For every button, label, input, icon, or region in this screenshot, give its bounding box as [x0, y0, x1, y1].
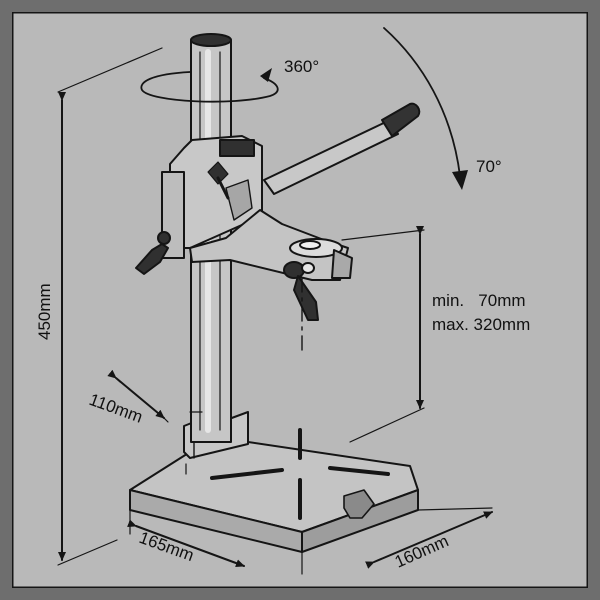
stroke-min-label: min. 70mm	[432, 291, 526, 310]
rotation-label: 360°	[284, 57, 319, 76]
stroke-max-label: max. 320mm	[432, 315, 530, 334]
rotation-arrow-icon	[140, 68, 279, 103]
drill-stand-diagram: 360° 70° 450mm min. 70mm max. 320mm 110m…	[12, 12, 588, 588]
tilt-arrow-icon	[383, 27, 468, 190]
height-label: 450mm	[35, 283, 54, 340]
clamp-knob-right	[283, 261, 319, 321]
clamp-knob-left	[135, 231, 171, 275]
feed-handle	[263, 102, 421, 195]
height-dimension	[57, 47, 163, 566]
stroke-dimension	[341, 226, 425, 443]
tilt-label: 70°	[476, 157, 502, 176]
diagram-canvas: 360° 70° 450mm min. 70mm max. 320mm 110m…	[12, 12, 588, 588]
base-depth-dimension	[365, 507, 493, 569]
depth-dimension	[107, 369, 203, 423]
base-width-dimension	[127, 509, 303, 575]
